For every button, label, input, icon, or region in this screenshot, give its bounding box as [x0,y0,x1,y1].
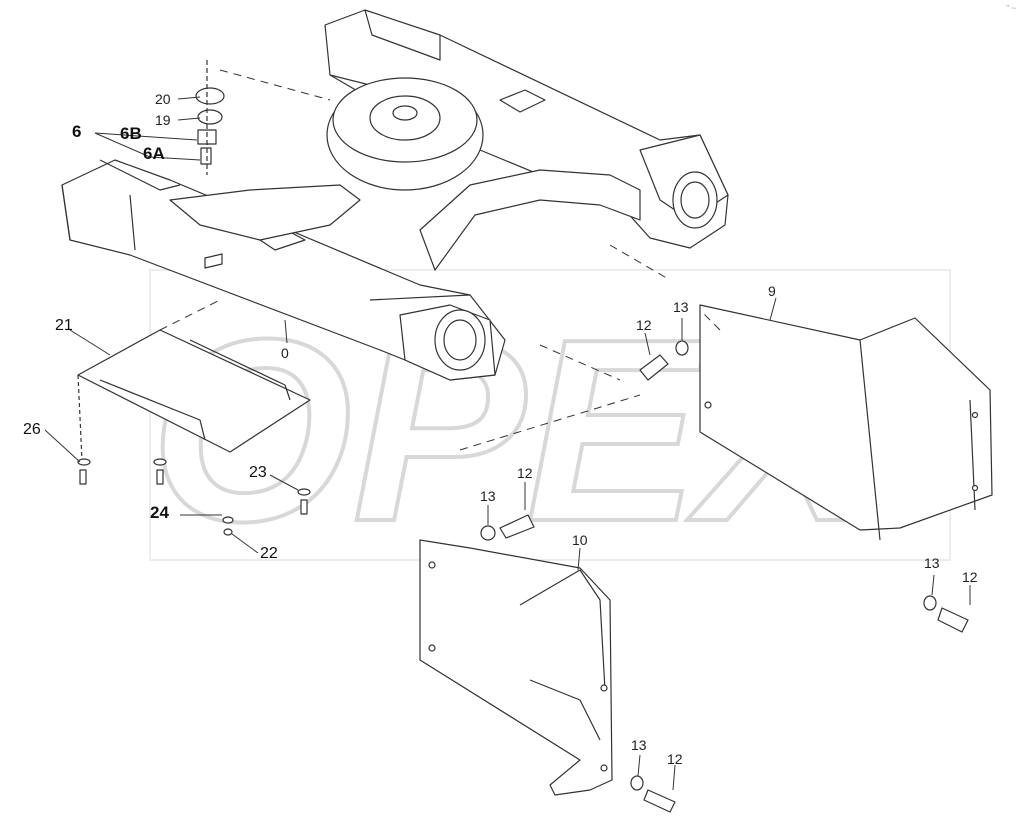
callout-21: 21 [55,317,73,334]
callout-6a: 6A [143,144,165,163]
callout-24: 24 [150,503,169,522]
leader-lines [44,96,971,791]
callout-13-b: 13 [480,488,496,504]
side-cover-9 [699,304,993,541]
callout-22: 22 [260,545,278,562]
callout-12-c: 12 [962,569,978,585]
callout-13-d: 13 [631,737,647,753]
callout-26: 26 [23,421,41,438]
cover-bolts [77,374,311,536]
bolts-and-washers [480,340,969,813]
callout-6: 6 [72,122,82,141]
side-cover-10 [419,539,613,796]
main-frame [61,9,729,381]
callout-6b: 6B [120,124,142,143]
callout-12-d: 12 [667,751,683,767]
callout-19: 19 [155,112,171,128]
callout-12-b: 12 [517,465,533,481]
callout-9: 9 [768,283,776,299]
callout-12-a: 12 [636,317,652,333]
callout-10: 10 [572,532,588,548]
grease-fitting-parts [195,60,225,175]
callout-20: 20 [155,91,171,107]
callout-13-c: 13 [924,555,940,571]
cover-plate-21 [77,329,311,453]
callout-23: 23 [249,464,267,481]
corner-mark: " ~ [1006,4,1016,13]
callout-0: 0 [281,345,289,361]
callout-13-a: 13 [673,299,689,315]
construction-lines [159,69,721,451]
